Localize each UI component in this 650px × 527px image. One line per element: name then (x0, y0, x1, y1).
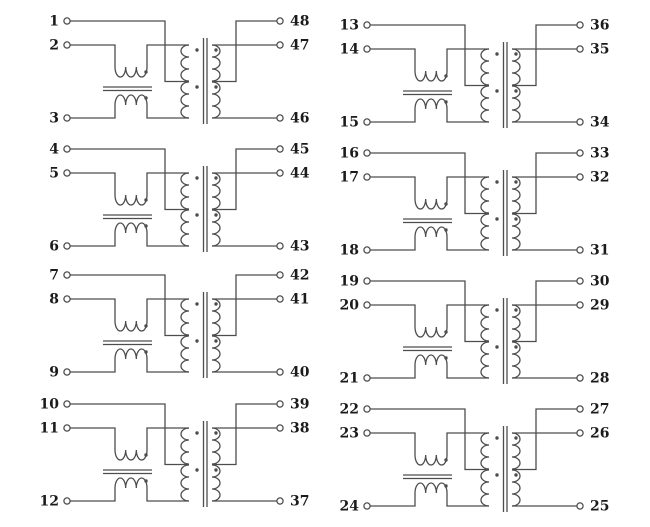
pin-label: 39 (290, 397, 309, 413)
pin-label: 13 (340, 18, 359, 34)
pin-label: 12 (40, 494, 59, 510)
pin-label: 48 (290, 14, 309, 30)
transformer-symbol (363, 277, 584, 385)
pin-label: 6 (49, 239, 59, 255)
pin-label: 45 (290, 142, 309, 158)
pin-label: 2 (49, 38, 59, 54)
pin-label: 41 (290, 292, 309, 308)
pin-label: 46 (290, 111, 309, 127)
transformer-symbol (363, 405, 584, 513)
pin-label: 14 (340, 42, 360, 58)
pin-label: 29 (590, 298, 609, 314)
pin-label: 16 (340, 146, 359, 162)
pin-label: 40 (290, 365, 310, 381)
transformer-unit-7: 19 20 21 30 29 28 (340, 274, 610, 387)
pin-label: 42 (290, 268, 309, 284)
pin-label: 36 (590, 18, 609, 34)
pin-label: 18 (340, 243, 359, 259)
pin-label: 33 (590, 146, 609, 162)
pin-label: 11 (40, 421, 59, 437)
pin-label: 22 (340, 402, 359, 418)
pin-label: 28 (590, 371, 609, 387)
pin-label: 9 (49, 365, 59, 381)
transformer-unit-5: 13 14 15 36 35 34 (340, 18, 610, 131)
pin-label: 17 (340, 170, 359, 186)
pin-label: 7 (49, 268, 59, 284)
pin-label: 23 (340, 426, 359, 442)
transformer-unit-8: 22 23 24 27 26 25 (340, 402, 610, 515)
pin-label: 32 (590, 170, 609, 186)
pin-label: 19 (340, 274, 359, 290)
transformer-unit-3: 7 8 9 42 41 40 (49, 268, 309, 381)
pin-label: 4 (49, 142, 59, 158)
transformer-unit-2: 4 5 6 45 44 43 (49, 142, 309, 255)
pin-label: 1 (49, 14, 59, 30)
transformer-symbol (63, 271, 284, 379)
pin-label: 43 (290, 239, 309, 255)
pin-label: 5 (49, 166, 59, 182)
transformer-symbol (63, 17, 284, 125)
pin-label: 20 (340, 298, 360, 314)
pin-label: 34 (590, 115, 610, 131)
pin-label: 47 (290, 38, 309, 54)
pin-label: 10 (40, 397, 60, 413)
transformer-symbol (363, 21, 584, 129)
pin-label: 38 (290, 421, 309, 437)
transformer-unit-1: 1 2 3 48 47 46 (49, 14, 309, 127)
pin-label: 21 (340, 371, 359, 387)
transformer-symbol (63, 400, 284, 508)
pin-label: 15 (340, 115, 359, 131)
pin-label: 35 (590, 42, 609, 58)
transformer-unit-6: 16 17 18 33 32 31 (340, 146, 610, 259)
pin-label: 8 (49, 292, 59, 308)
transformer-symbol (63, 145, 284, 253)
pin-label: 44 (290, 166, 310, 182)
pin-label: 27 (590, 402, 609, 418)
pin-label: 24 (340, 499, 360, 515)
transformer-unit-4: 10 11 12 39 38 37 (40, 397, 310, 510)
pin-label: 30 (590, 274, 610, 290)
transformer-symbol (363, 149, 584, 257)
pin-label: 26 (590, 426, 609, 442)
pin-label: 37 (290, 494, 309, 510)
pin-label: 25 (590, 499, 609, 515)
pin-label: 3 (49, 111, 59, 127)
pin-label: 31 (590, 243, 609, 259)
